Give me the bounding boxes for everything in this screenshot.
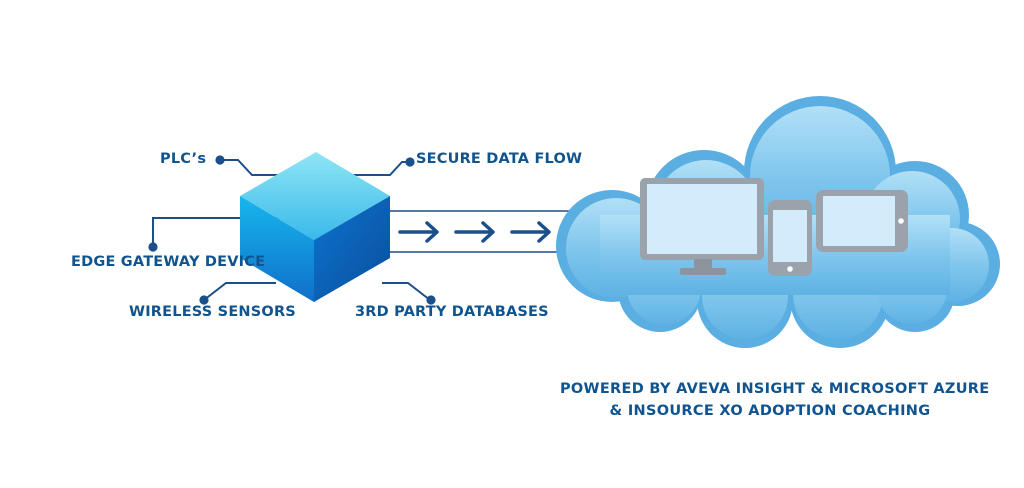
footer-line-2: & INSOURCE XO ADOPTION COACHING: [609, 403, 931, 419]
arrow-right-icon: [398, 221, 439, 243]
label-edge-gateway-device: EDGE GATEWAY DEVICE: [71, 254, 266, 270]
footer-line-1: POWERED BY AVEVA INSIGHT & MICROSOFT AZU…: [560, 381, 990, 397]
phone-icon: [768, 200, 812, 276]
arrow-right-icon: [454, 221, 495, 243]
connector-secure-data-flow: [345, 157, 415, 176]
label-plcs: PLC’s: [160, 151, 207, 167]
monitor-icon: [640, 178, 764, 275]
label-secure-data-flow: SECURE DATA FLOW: [416, 151, 583, 167]
connector-wireless-sensors: [199, 282, 276, 305]
arrow-right-icon: [510, 221, 551, 243]
cube-icon: [240, 152, 390, 302]
tablet-icon: [816, 190, 908, 252]
connector-3rd-party-db: [382, 282, 436, 305]
connector-lines: [148, 155, 436, 305]
data-flow-pipe: [389, 210, 575, 253]
connector-plcs: [215, 155, 296, 176]
label-3rd-party-databases: 3RD PARTY DATABASES: [355, 304, 549, 320]
label-wireless-sensors: WIRELESS SENSORS: [129, 304, 296, 320]
